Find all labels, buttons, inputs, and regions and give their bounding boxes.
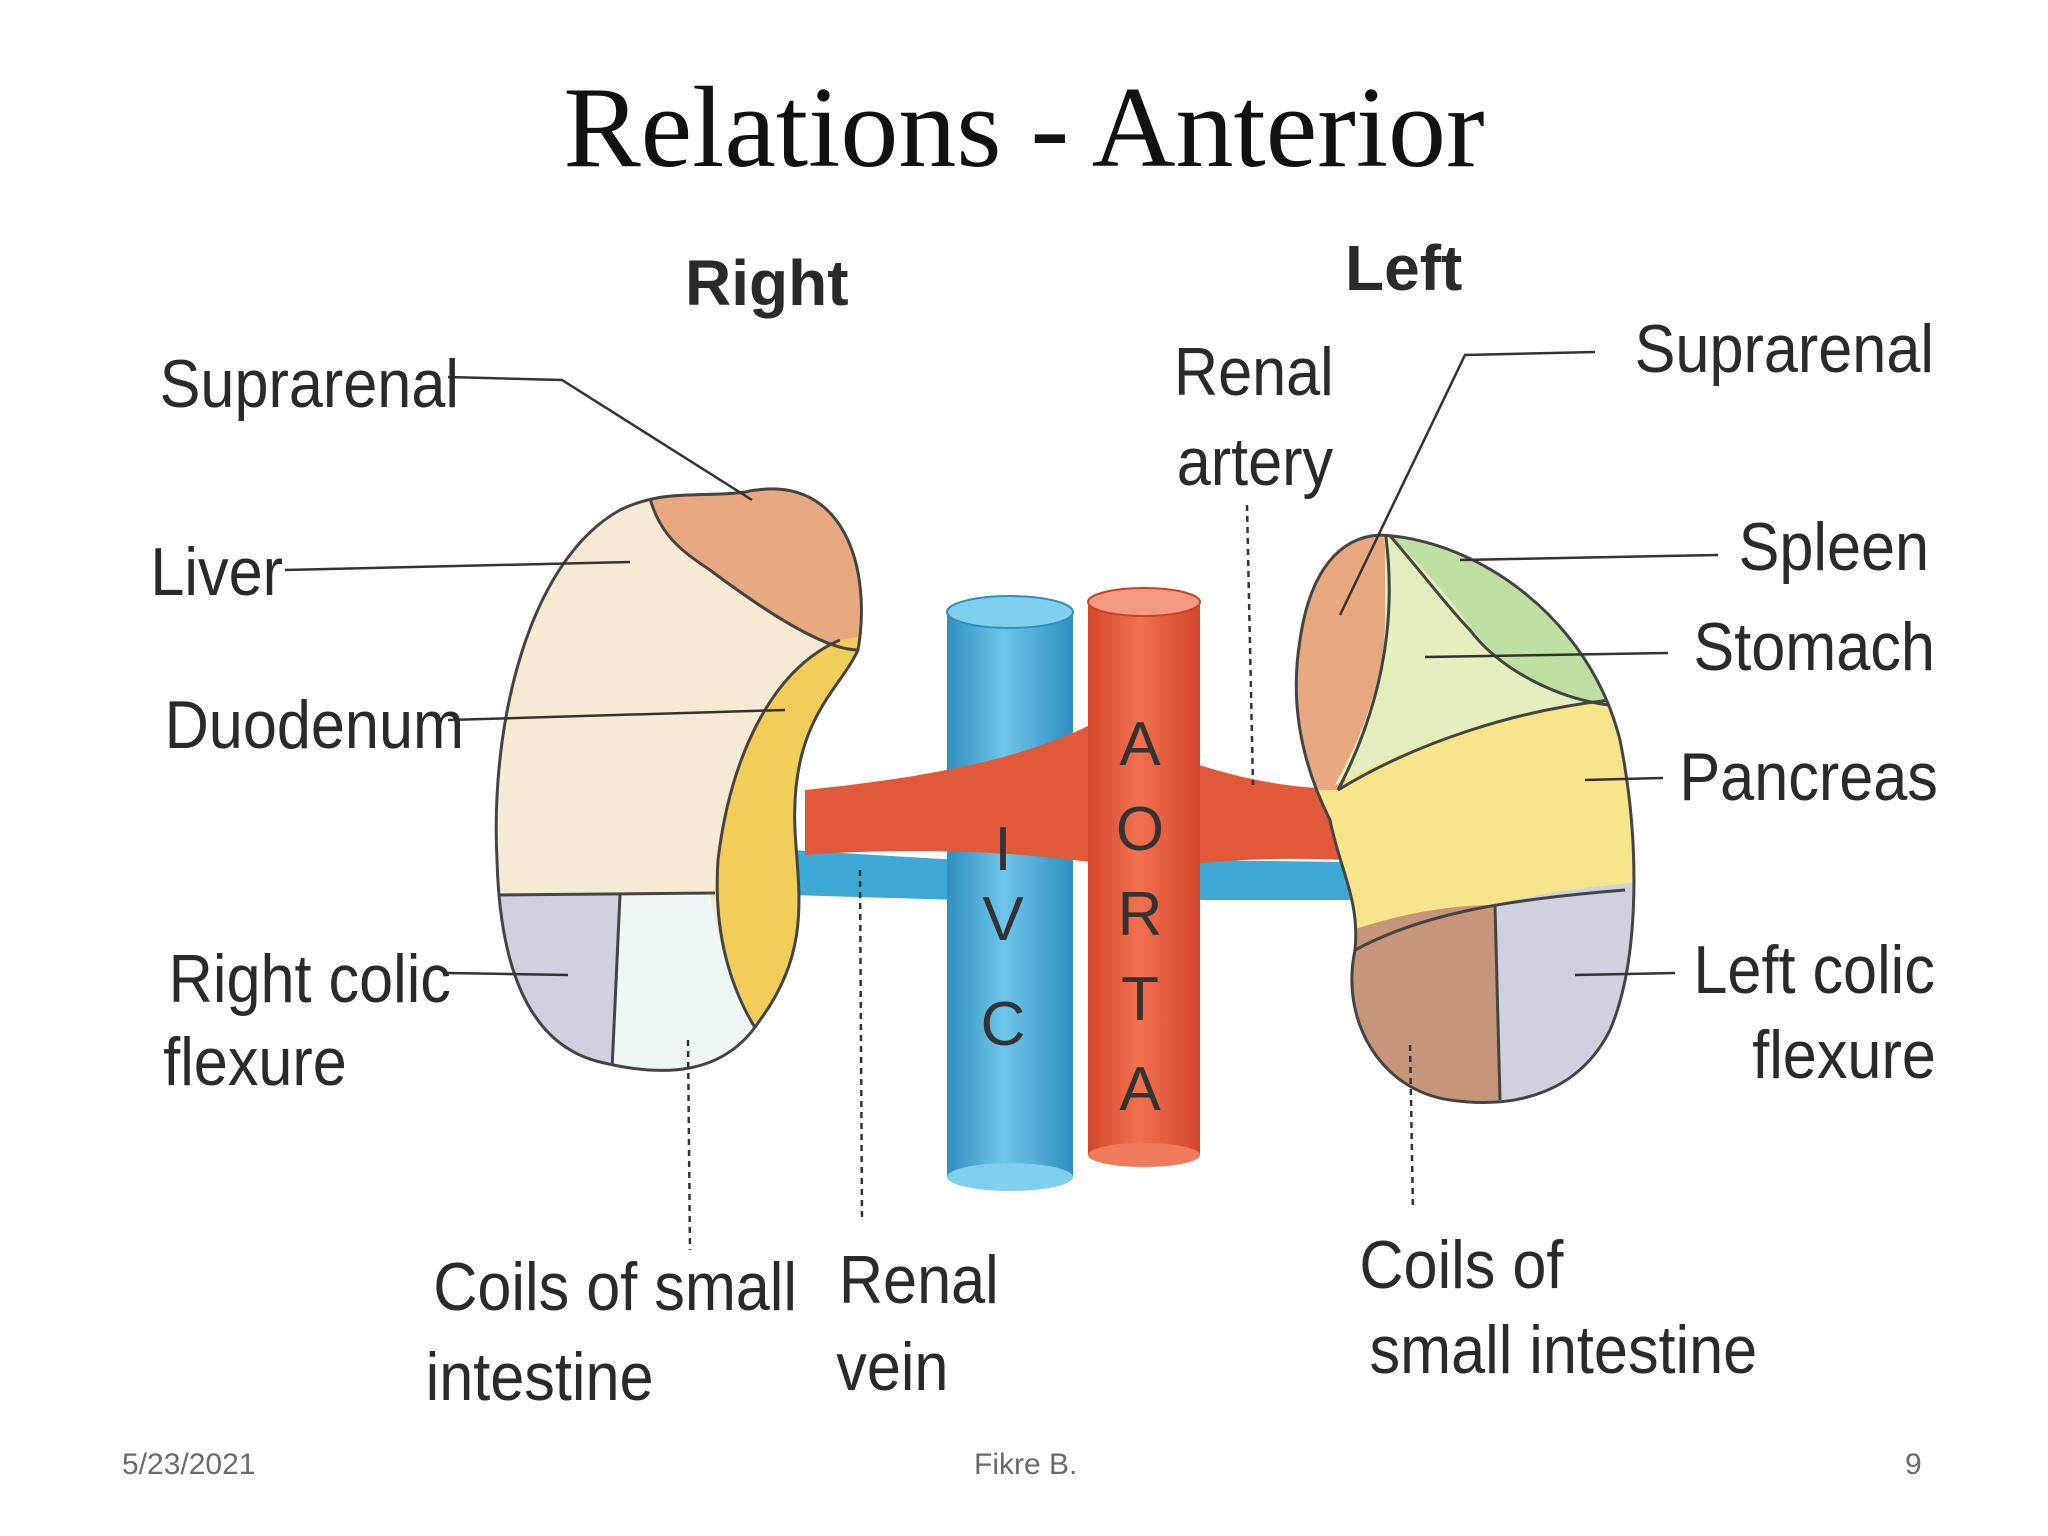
label-renal-vein: Renal [839, 1241, 999, 1318]
label-renal-artery: Renal [1174, 333, 1334, 410]
ivc-letters: I V C [981, 815, 1026, 1059]
left-coils-region [1296, 905, 1500, 1103]
footer-date: 5/23/2021 [122, 1448, 256, 1481]
right-renal-artery [805, 725, 1090, 862]
left-side-heading: Left [1345, 232, 1462, 304]
right-kidney [494, 487, 863, 1072]
label-left-suprarenal: Suprarenal [1635, 310, 1934, 387]
aorta-vessel [1087, 587, 1201, 1167]
aorta-letter: T [1121, 965, 1159, 1034]
leader-lines [284, 350, 1719, 1251]
aorta-letter: A [1119, 710, 1161, 779]
footer-page-number: 9 [1905, 1448, 1922, 1481]
label-spleen: Spleen [1739, 508, 1930, 585]
label-right-colic-flexure-2: flexure [163, 1023, 347, 1100]
label-renal-vein-2: vein [836, 1328, 948, 1405]
right-coils-region [610, 893, 770, 1071]
label-right-colic-flexure: Right colic [169, 940, 451, 1017]
ivc-letter: V [982, 885, 1024, 954]
label-renal-artery-2: artery [1177, 423, 1334, 500]
ivc-letter: C [981, 990, 1026, 1059]
label-duodenum: Duodenum [165, 686, 464, 763]
aorta-letter: O [1116, 795, 1164, 864]
footer-author: Fikre B. [974, 1448, 1078, 1481]
label-stomach: Stomach [1693, 608, 1934, 685]
label-right-coils-2: intestine [426, 1338, 654, 1415]
left-kidney [1294, 533, 1636, 1104]
aorta-letters: A O R T A [1116, 710, 1164, 1124]
label-left-coils-2: small intestine [1370, 1311, 1758, 1388]
right-side-heading: Right [685, 247, 849, 319]
left-renal-artery [1185, 760, 1345, 865]
label-left-colic-flexure-2: flexure [1752, 1016, 1936, 1093]
ivc-letter: I [994, 815, 1011, 884]
aorta-letter: A [1119, 1055, 1161, 1124]
left-renal-vein [1190, 860, 1350, 900]
label-right-suprarenal: Suprarenal [160, 345, 459, 422]
right-suprarenal-region [645, 488, 862, 650]
right-colic-region [496, 895, 620, 1071]
aorta-letter: R [1118, 880, 1163, 949]
label-pancreas: Pancreas [1679, 738, 1937, 815]
label-left-colic-flexure: Left colic [1693, 931, 1934, 1008]
label-left-coils: Coils of [1359, 1226, 1564, 1303]
slide-title: Relations - Anterior [563, 64, 1485, 192]
label-right-coils: Coils of small [433, 1248, 797, 1325]
ivc-vessel [946, 595, 1074, 1191]
left-colic-region [1495, 880, 1634, 1103]
right-renal-vein [790, 850, 960, 900]
label-liver: Liver [150, 533, 283, 610]
